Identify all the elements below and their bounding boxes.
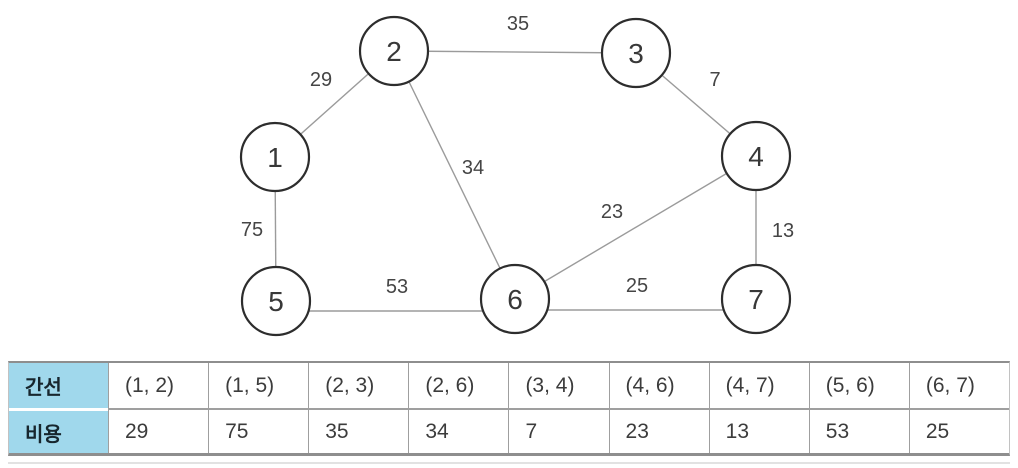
edge-cell-4: (3, 4) [508, 363, 609, 408]
node-2 [358, 15, 430, 87]
edge-2-3 [393, 50, 637, 54]
edge-weight-4-7: 13 [772, 220, 794, 242]
edge-weight-3-4: 7 [709, 69, 720, 91]
edge-weight-6-7: 25 [626, 275, 648, 297]
edge-weight-2-6: 34 [462, 157, 484, 179]
edge-row-header: 간선 [9, 363, 108, 408]
node-6 [479, 263, 551, 335]
edge-cell-8: (6, 7) [908, 363, 1009, 408]
node-5 [240, 265, 312, 337]
edge-weight-4-6: 23 [601, 201, 623, 223]
cost-cell-3: 34 [408, 408, 509, 453]
edge-cell-5: (4, 6) [608, 363, 709, 408]
node-label-3: 3 [628, 38, 644, 69]
edge-cost-table: 간선 (1, 2)(1, 5)(2, 3)(2, 6)(3, 4)(4, 6)(… [8, 361, 1010, 456]
node-label-2: 2 [386, 36, 402, 67]
cost-cell-2: 35 [308, 408, 409, 453]
edge-cell-6: (4, 7) [708, 363, 809, 408]
node-label-7: 7 [748, 284, 764, 315]
edge-weight-5-6: 53 [386, 276, 408, 298]
node-label-6: 6 [507, 284, 523, 315]
edge-weight-1-2: 29 [310, 69, 332, 91]
node-7 [720, 263, 792, 335]
edge-cell-2: (2, 3) [308, 363, 409, 408]
edge-4-6 [514, 155, 757, 300]
cost-cell-8: 25 [908, 408, 1009, 453]
node-4 [720, 120, 792, 192]
edge-2-6 [393, 50, 516, 300]
edge-cell-3: (2, 6) [408, 363, 509, 408]
edge-cell-7: (5, 6) [808, 363, 909, 408]
cost-cell-5: 23 [608, 408, 709, 453]
edge-row: 간선 (1, 2)(1, 5)(2, 3)(2, 6)(3, 4)(4, 6)(… [9, 363, 1009, 408]
cost-cell-7: 53 [808, 408, 909, 453]
cost-cell-6: 13 [708, 408, 809, 453]
node-label-5: 5 [268, 286, 284, 317]
cost-row-header: 비용 [9, 408, 108, 453]
node-label-4: 4 [748, 141, 764, 172]
table-shadow-line [8, 462, 1010, 464]
edge-weight-2-3: 35 [507, 13, 529, 35]
node-1 [239, 121, 311, 193]
node-3 [600, 17, 672, 89]
edge-cell-1: (1, 5) [208, 363, 309, 408]
cost-cell-0: 29 [108, 408, 209, 453]
edge-cell-0: (1, 2) [108, 363, 209, 408]
cost-cell-1: 75 [208, 408, 309, 453]
node-label-1: 1 [267, 142, 283, 173]
edge-weight-1-5: 75 [241, 219, 263, 241]
cost-cell-4: 7 [508, 408, 609, 453]
